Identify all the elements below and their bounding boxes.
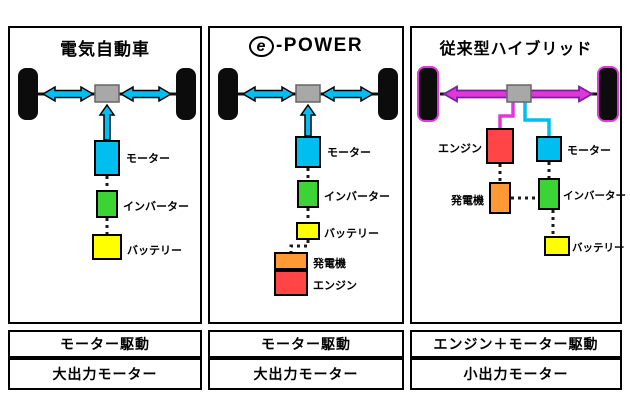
wheel-left [417,66,439,122]
wheel-left [218,68,238,120]
axle-gearbox [506,84,532,103]
e-power-drivetrain-graphic [238,84,378,252]
motor-box [94,140,120,176]
inverter-label: インバーター [563,190,626,202]
inverter-box [297,180,319,208]
axle-gearbox [94,84,120,103]
inverter-label: インバーター [324,191,390,203]
drive-arrow-left [241,85,296,103]
drive-arrow-right [119,85,173,103]
battery-label: バッテリー [572,242,625,254]
footer-drive-ev: モーター駆動 [8,330,202,358]
footer-output-e-power: 大出力モーター [208,358,404,390]
motor-label: モーター [327,147,371,159]
motor-box [536,136,562,162]
engine-label: エンジン [438,143,482,155]
panel-title-e-power: e-POWER [210,35,402,57]
generator-box [489,182,511,214]
battery-label: バッテリー [324,228,379,240]
panel-title-hybrid: 従来型ハイブリッド [439,41,593,58]
motor-label: モーター [567,145,611,157]
inverter-box [538,178,560,210]
battery-box [296,222,320,240]
generator-box [274,252,308,270]
panel-conventional-hybrid: 従来型ハイブリッド エンジン モーター 発電機 インバーター バッテリー [410,26,626,324]
battery-box [92,234,122,260]
motor-box [295,136,321,168]
inverter-label: インバーター [123,201,189,213]
drive-arrow-right [320,85,375,103]
footer-output-ev: 大出力モーター [8,358,202,390]
wheel-right [176,68,196,120]
panel-e-power: e-POWER モーター インバーター バッテリー 発電機 エンジン [208,26,404,324]
hybrid-drivetrain-graphic [440,84,598,236]
ev-drivetrain-graphic [38,84,176,234]
wheel-right [378,68,398,120]
wheel-left [18,68,38,120]
panel-electric-vehicle: 電気自動車 モーター インバーター バッテリー [8,26,202,324]
drive-arrow-left [41,85,95,103]
motor-to-axle-arrow [98,103,116,141]
engine-box [274,270,308,296]
panel-title-ev: 電気自動車 [60,40,150,59]
e-power-logo-e: e [248,35,274,57]
wheel-right [597,66,619,122]
footer-output-hybrid: 小出力モーター [410,358,622,390]
engine-label: エンジン [313,280,357,292]
axle-gearbox [295,84,321,103]
inverter-box [96,190,118,218]
generator-label: 発電機 [451,195,484,207]
motor-to-axle-arrow [299,103,317,137]
battery-generator-link [289,240,310,252]
motor-label: モーター [126,153,170,165]
motor-to-axle-line [523,102,551,136]
generator-label: 発電機 [313,258,346,270]
battery-box [544,236,570,256]
engine-box [486,128,514,164]
e-power-logo-rest: -POWER [275,35,364,56]
footer-drive-hybrid: エンジン＋モーター駆動 [410,330,622,358]
footer-drive-e-power: モーター駆動 [208,330,404,358]
battery-label: バッテリー [127,245,182,257]
engine-to-axle-line [498,102,515,128]
